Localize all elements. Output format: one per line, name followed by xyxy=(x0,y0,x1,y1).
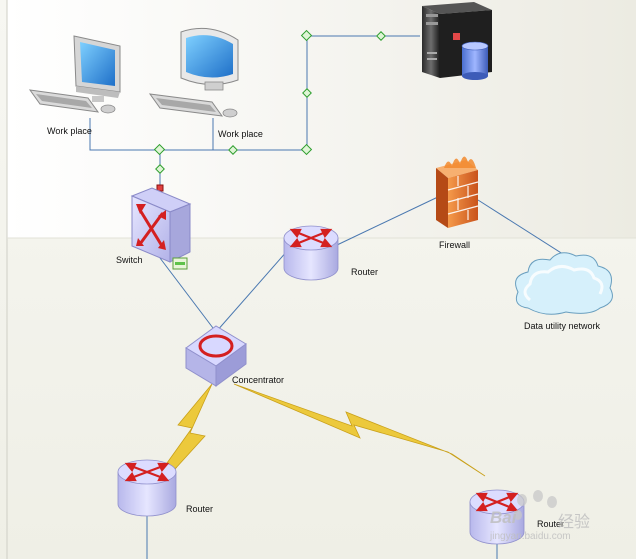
switch-concentrator-link xyxy=(159,257,217,333)
lightning-link-right xyxy=(233,383,486,477)
workplace-1-icon[interactable] xyxy=(28,35,121,114)
firewall-icon[interactable] xyxy=(436,156,479,228)
router-bottom-right-icon[interactable] xyxy=(469,489,525,545)
concentrator-icon[interactable] xyxy=(185,325,247,387)
server-icon[interactable] xyxy=(422,2,492,80)
selection-handles[interactable] xyxy=(153,29,386,174)
watermark-url: jingyan.baidu.com xyxy=(490,531,571,542)
switch-icon[interactable] xyxy=(130,187,192,270)
switch-label: Switch xyxy=(116,255,143,265)
workplace-1-label: Work place xyxy=(47,126,92,136)
router-firewall-link xyxy=(336,195,441,246)
workplace-2-label: Work place xyxy=(218,129,263,139)
router-bottom-left-icon[interactable] xyxy=(117,459,177,517)
firewall-cloud-link xyxy=(477,199,567,257)
router-concentrator-link xyxy=(215,249,289,333)
workplace-2-icon[interactable] xyxy=(148,27,239,118)
router-bottom-left-label: Router xyxy=(186,504,214,514)
lightning-link-left xyxy=(161,383,213,481)
watermark-paw-icon xyxy=(514,490,557,520)
firewall-label: Firewall xyxy=(439,240,471,250)
cloud-label: Data utility network xyxy=(524,321,601,331)
concentrator-label: Concentrator xyxy=(232,375,285,385)
router-top-label: Router xyxy=(351,267,379,277)
data-utility-network-cloud[interactable] xyxy=(515,252,613,315)
top-panel xyxy=(7,0,636,238)
watermark-brand: Bai xyxy=(490,508,517,527)
router-top-icon[interactable] xyxy=(283,225,339,281)
watermark-brand-suffix: 经验 xyxy=(558,514,591,531)
router-bottom-right-label: Router xyxy=(537,519,565,529)
